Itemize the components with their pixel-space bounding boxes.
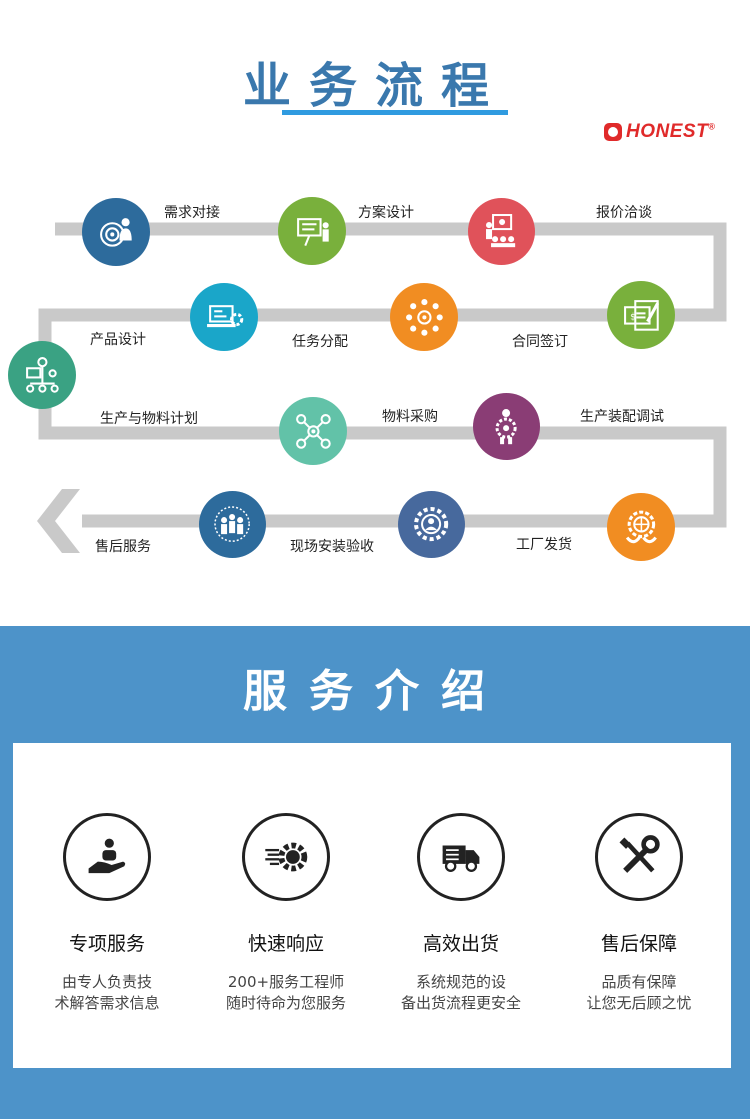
service-icon-ring [242,813,330,901]
presentation-board-icon [296,217,329,246]
step-purchase-node [279,397,347,465]
service-icon-ring [595,813,683,901]
step-label: 生产装配调试 [580,409,664,425]
service-title: 专项服务 [68,933,145,955]
service-item: 售后保障 品质有保障让您无后顾之忧 [549,813,729,1014]
wrench-screwdriver-icon [619,835,660,873]
service-desc: 由专人负责技术解答需求信息 [54,973,160,1012]
step-product-design-node [190,283,258,351]
step-label: 合同签订 [512,334,568,350]
track-arrow-head [37,489,80,553]
step-label: 报价洽谈 [596,205,652,221]
step-needs-node [82,198,150,266]
step-solution-node [278,197,346,265]
step-after-sales-node [199,491,266,558]
title-underline [282,110,508,115]
team-network-icon [405,298,443,336]
step-install-node [398,491,465,558]
brand-mark-icon [604,123,622,141]
service-desc: 品质有保障让您无后顾之忧 [586,973,692,1012]
step-label: 需求对接 [164,205,220,221]
meeting-screen-icon [486,214,516,248]
step-contract-node: $ [607,281,675,349]
step-label: 产品设计 [90,332,146,348]
step-label: 任务分配 [292,334,348,350]
step-label: 现场安装验收 [290,539,374,555]
service-icon-ring [63,813,151,901]
service-desc: 系统规范的设备出货流程更安全 [400,973,521,1012]
step-shipping-node [607,493,675,561]
target-person-icon [99,217,132,247]
services-title: 服务介绍 [243,666,507,717]
laptop-gear-icon [206,304,243,327]
brand-logo: HONEST® [604,121,715,143]
service-item: 高效出货 系统规范的设备出货流程更安全 [371,813,551,1014]
svg-text:$: $ [630,311,636,322]
step-task-node [390,283,458,351]
service-title: 高效出货 [422,933,499,955]
step-label: 工厂发货 [516,537,572,553]
globe-hands-icon [625,510,657,543]
worker-gear-icon [495,409,518,445]
services-card: 专项服务 由专人负责技术解答需求信息 快速响应 200+服务工程师随时待命为您服… [13,743,731,1068]
money-network-icon [295,413,331,449]
service-desc: 200+服务工程师随时待命为您服务 [225,973,346,1012]
service-item: 专项服务 由专人负责技术解答需求信息 [17,813,197,1014]
process-title: 业务流程 [242,58,507,114]
step-label: 售后服务 [95,539,151,555]
contract-pen-icon: $ [623,299,659,331]
fast-gear-icon [265,842,308,872]
service-title: 售后保障 [600,933,677,955]
group-people-icon [214,506,251,543]
step-label: 物料采购 [382,409,438,425]
delivery-truck-icon [438,845,480,872]
step-quote-node [468,198,535,265]
service-icon-ring [417,813,505,901]
step-production-plan-node [8,341,76,409]
step-assembly-node [473,393,540,460]
brand-name: HONEST® [626,121,716,142]
step-label: 方案设计 [358,205,414,221]
org-chart-icon [25,356,59,393]
service-item: 快速响应 200+服务工程师随时待命为您服务 [196,813,376,1014]
person-gear-icon [414,507,449,542]
service-title: 快速响应 [247,933,324,955]
hand-person-icon [88,838,126,874]
step-label: 生产与物料计划 [100,411,198,427]
